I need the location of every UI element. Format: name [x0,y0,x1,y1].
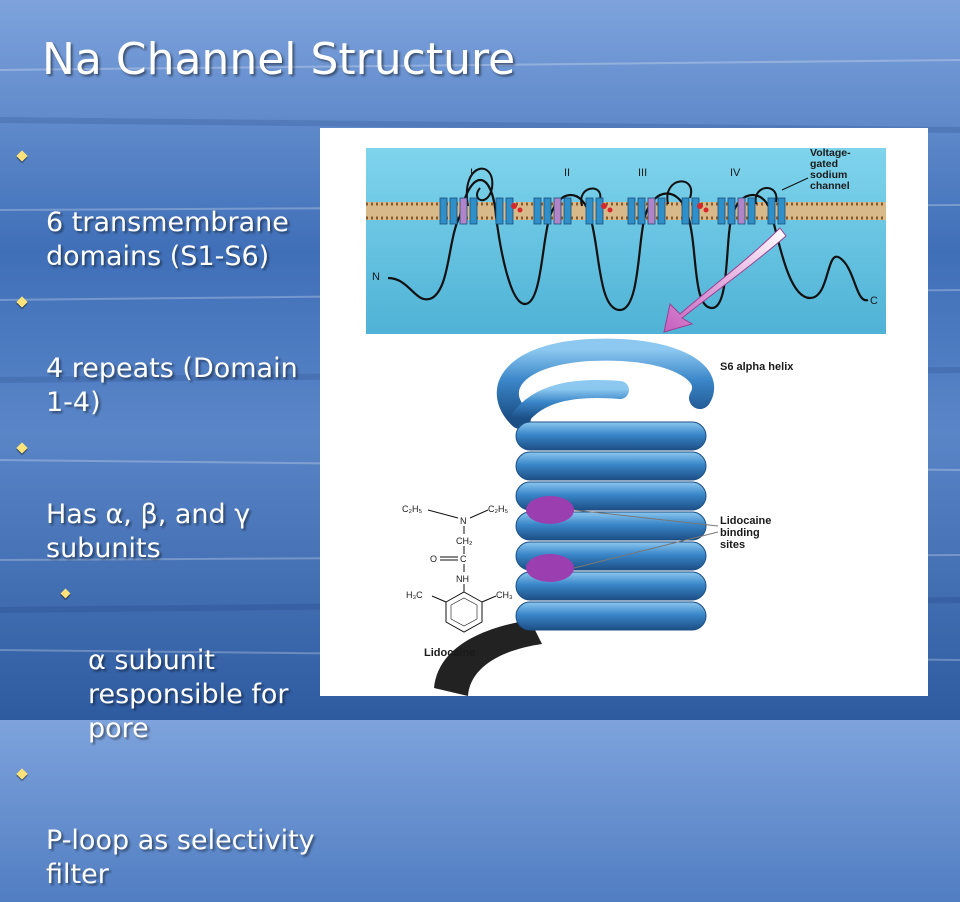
domain-label-3: III [638,167,647,179]
helix-tail [434,620,542,696]
lidocaine-structure: C₂H₅ C₂H₅ N CH₂ O C NH H₃C CH₃ Lidocaine [402,504,513,659]
drug-name-label: Lidocaine [424,647,475,659]
s6-helix: S6 alpha helix Lidocaine binding sites [434,338,794,696]
binding-site-1 [526,496,574,524]
bullet-text: P-loop as selectivity filter [46,825,315,890]
c-terminus-label: C [870,295,878,307]
chem-c: C [460,554,467,564]
channel-backbone-path [387,179,869,312]
chem-h3c: H₃C [406,590,423,600]
diamond-bullet-icon [60,588,71,599]
slide-title: Na Channel Structure [42,34,516,85]
bullet-list: 6 transmembrane domains (S1-S6) 4 repeat… [14,138,319,902]
sodium-channel-figure: I II III IV Voltage- gated sodium channe… [320,128,928,696]
binding-label: Lidocaine binding sites [720,515,774,551]
bullet-text: 6 transmembrane domains (S1-S6) [46,207,289,272]
chem-ch2: CH₂ [456,536,473,546]
bullet-item: 4 repeats (Domain 1-4) [14,284,319,420]
sub-bullet-item: α subunit responsible for pore [14,576,319,746]
figure-illustration: I II III IV Voltage- gated sodium channe… [366,147,886,696]
bullet-text: Has α, β, and γ subunits [46,499,251,564]
chem-c2h5-right: C₂H₅ [488,504,508,514]
chem-ch3: CH₃ [496,590,513,600]
bullet-text: α subunit responsible for pore [88,645,289,744]
domain-label-1: I [470,167,473,179]
chem-o: O [430,554,437,564]
diamond-bullet-icon [16,442,28,454]
chem-nh: NH [456,574,469,584]
binding-site-2 [526,554,574,582]
bullet-item: 6 transmembrane domains (S1-S6) [14,138,319,274]
diamond-bullet-icon [16,296,28,308]
domain-label-4: IV [730,167,741,179]
bullet-item: Has α, β, and γ subunits [14,430,319,566]
bullet-text: 4 repeats (Domain 1-4) [46,353,298,418]
channel-label: Voltage- gated sodium channel [810,147,854,192]
diamond-bullet-icon [16,768,28,780]
n-terminus-label: N [372,271,380,283]
voltage-sensor-marks [511,203,709,213]
diamond-bullet-icon [16,150,28,162]
domain-label-2: II [564,167,570,179]
chem-c2h5-left: C₂H₅ [402,504,422,514]
zoom-arrow-icon [663,227,787,333]
transmembrane-segments [439,197,786,225]
membrane-diagram: I II III IV Voltage- gated sodium channe… [366,147,886,334]
chem-n: N [460,516,467,526]
helix-label: S6 alpha helix [720,361,794,373]
bullet-item: P-loop as selectivity filter [14,756,319,892]
